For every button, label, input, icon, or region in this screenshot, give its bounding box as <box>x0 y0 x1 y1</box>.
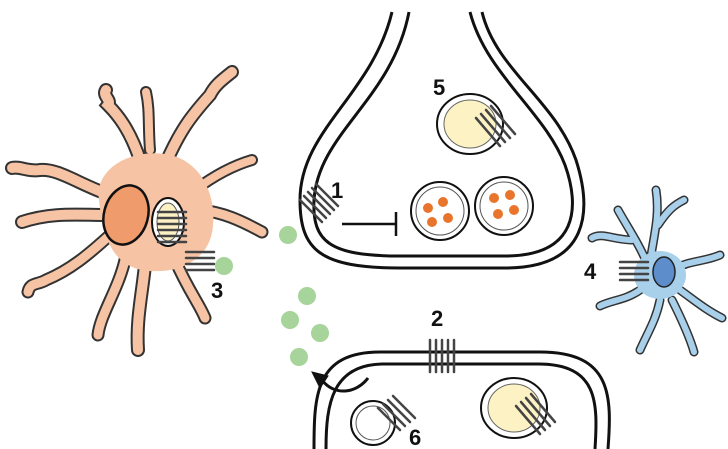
label-4: 4 <box>584 259 597 284</box>
green-particle <box>298 287 316 305</box>
neurotransmitter-dot <box>509 205 519 215</box>
green-particle <box>215 257 233 275</box>
microglia <box>592 190 722 352</box>
astrocyte-mitochondrion <box>152 198 184 246</box>
label-6: 6 <box>409 425 421 449</box>
synaptic-vesicle-2 <box>475 177 533 235</box>
green-particle <box>279 226 297 244</box>
neurotransmitter-dot <box>443 213 453 223</box>
neurotransmitter-dot <box>427 217 437 227</box>
postsynaptic-membrane-receptor <box>430 340 454 372</box>
label-3: 3 <box>211 278 223 303</box>
neurotransmitter-dot <box>489 193 499 203</box>
label-2: 2 <box>431 306 443 331</box>
neurotransmitter-dot <box>505 190 515 200</box>
inhibition-arrow <box>342 212 396 236</box>
green-particle <box>311 324 329 342</box>
green-particle <box>281 311 299 329</box>
synaptic-vesicle-1 <box>411 182 469 240</box>
neurotransmitter-dot <box>493 209 503 219</box>
green-particle <box>290 348 308 366</box>
label-1: 1 <box>331 178 343 203</box>
postsynaptic-vesicle <box>351 401 395 445</box>
astrocyte <box>12 72 262 350</box>
presynaptic-mitochondrion <box>437 94 503 154</box>
microglia-nucleus <box>653 257 675 287</box>
neurotransmitter-dot <box>423 203 433 213</box>
label-5: 5 <box>433 75 445 100</box>
neurotransmitter-dot <box>438 197 448 207</box>
